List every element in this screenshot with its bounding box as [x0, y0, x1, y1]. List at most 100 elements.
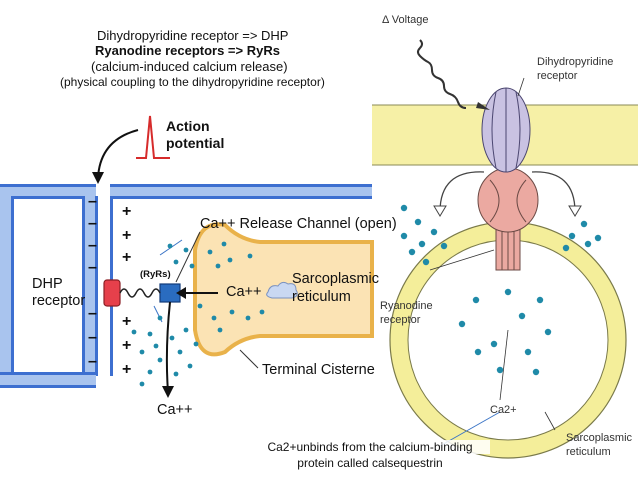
- dhp-label-1: DHP: [32, 276, 63, 292]
- header-line-1: Dihydropyridine receptor => DHP: [97, 28, 289, 43]
- plus-sign: +: [122, 249, 131, 266]
- calcium-dot: [408, 248, 416, 256]
- ryanodine-label-2: receptor: [380, 314, 421, 326]
- sarcoplasmic-label-2: reticulum: [292, 289, 351, 305]
- action-potential-label-2: potential: [166, 135, 225, 151]
- plus-sign: +: [122, 203, 131, 220]
- calcium-dot: [193, 341, 199, 347]
- calcium-dot: [227, 257, 233, 263]
- caption-line-1: Ca2+unbinds from the calcium-binding: [250, 440, 490, 454]
- ca-inside-label: Ca2+: [490, 404, 517, 416]
- minus-sign: –: [88, 215, 97, 232]
- calcium-dot: [532, 368, 540, 376]
- plus-sign: +: [122, 361, 131, 378]
- calcium-dot: [400, 232, 408, 240]
- calcium-dot: [221, 241, 227, 247]
- ca-center-label: Ca++: [226, 284, 262, 300]
- calcium-dot: [217, 327, 223, 333]
- plus-sign: +: [122, 337, 131, 354]
- dhp-label-2: receptor: [32, 293, 86, 309]
- ryrs-label: (RyRs): [140, 269, 171, 280]
- coupling-linker: [119, 288, 161, 298]
- right-sarcoplasmic-label-1: Sarcoplasmic: [566, 432, 633, 444]
- calcium-dot: [594, 234, 602, 242]
- calcium-dot: [524, 348, 532, 356]
- calcium-dot: [229, 309, 235, 315]
- caption-line-2: protein called calsequestrin: [297, 456, 443, 470]
- ryanodine-label-1: Ryanodine: [380, 300, 433, 312]
- calcium-dot: [259, 309, 265, 315]
- calcium-dot: [139, 349, 145, 355]
- calcium-dot: [458, 320, 466, 328]
- calcium-dot: [139, 381, 145, 387]
- plus-sign: +: [122, 313, 131, 330]
- minus-sign: –: [88, 237, 97, 254]
- calcium-dot: [183, 327, 189, 333]
- calcium-dot: [584, 240, 592, 248]
- header-line-3: (calcium-induced calcium release): [91, 59, 288, 74]
- ca-bottom-label: Ca++: [157, 402, 193, 418]
- calcium-dot: [422, 258, 430, 266]
- calcium-dot: [247, 253, 253, 259]
- calcium-dot: [568, 232, 576, 240]
- right-diagram: [372, 39, 638, 459]
- right-dhp-label-1: Dihydropyridine: [537, 56, 614, 68]
- calcium-dot: [211, 315, 217, 321]
- action-potential-spike: [136, 115, 170, 159]
- membrane-charge-signs: – – – – – – – + + + + + +: [88, 193, 131, 378]
- calcium-dot: [215, 263, 221, 269]
- calcium-dot: [173, 259, 179, 265]
- release-channel-label: Ca++ Release Channel (open): [200, 216, 397, 232]
- calcium-dot: [430, 228, 438, 236]
- calcium-dot: [562, 244, 570, 252]
- calcium-dot: [472, 296, 480, 304]
- calcium-dot: [544, 328, 552, 336]
- minus-sign: –: [88, 193, 97, 210]
- sarcoplasmic-label-1: Sarcoplasmic: [292, 271, 380, 287]
- calcium-dot: [207, 249, 213, 255]
- calcium-dot: [245, 315, 251, 321]
- calcium-dot: [187, 363, 193, 369]
- calcium-dot: [153, 343, 159, 349]
- right-sarcoplasmic-label-2: reticulum: [566, 446, 611, 458]
- calcium-dot: [580, 220, 588, 228]
- voltage-arrow: [417, 39, 467, 109]
- terminal-cisterne-label: Terminal Cisterne: [262, 362, 375, 378]
- calcium-dot: [157, 357, 163, 363]
- calcium-dot: [147, 331, 153, 337]
- calcium-dot: [189, 263, 195, 269]
- voltage-label: Δ Voltage: [382, 14, 429, 26]
- minus-sign: –: [88, 259, 97, 276]
- calcium-dot: [169, 335, 175, 341]
- calcium-dot: [504, 288, 512, 296]
- calcium-dot: [490, 340, 498, 348]
- plus-sign: +: [122, 227, 131, 244]
- calcium-dot: [496, 366, 504, 374]
- calcium-dot: [418, 240, 426, 248]
- calcium-dot: [414, 218, 422, 226]
- right-dhp-label-2: receptor: [537, 70, 578, 82]
- calcium-dots-right: [400, 204, 602, 376]
- left-diagram: – – – – – – – + + + + + +: [0, 115, 374, 398]
- calcium-dot: [474, 348, 482, 356]
- minus-sign: –: [88, 353, 97, 370]
- calcium-dot: [173, 371, 179, 377]
- header-line-4: (physical coupling to the dihydropyridin…: [60, 75, 325, 89]
- calcium-dot: [157, 315, 163, 321]
- calcium-dot: [147, 369, 153, 375]
- calcium-dot: [183, 247, 189, 253]
- calcium-dot: [440, 242, 448, 250]
- calcium-dot: [177, 349, 183, 355]
- calcium-dot: [131, 329, 137, 335]
- dhp-receptor-red: [103, 279, 121, 307]
- header-line-2: Ryanodine receptors => RyRs: [95, 43, 280, 58]
- calcium-dot: [197, 303, 203, 309]
- minus-sign: –: [88, 329, 97, 346]
- action-potential-label-1: Action: [166, 118, 210, 134]
- calcium-dots-left: [131, 241, 265, 387]
- calcium-dot: [536, 296, 544, 304]
- minus-sign: –: [88, 305, 97, 322]
- ryanodine-receptor-head: [477, 167, 539, 233]
- calcium-dot: [167, 243, 173, 249]
